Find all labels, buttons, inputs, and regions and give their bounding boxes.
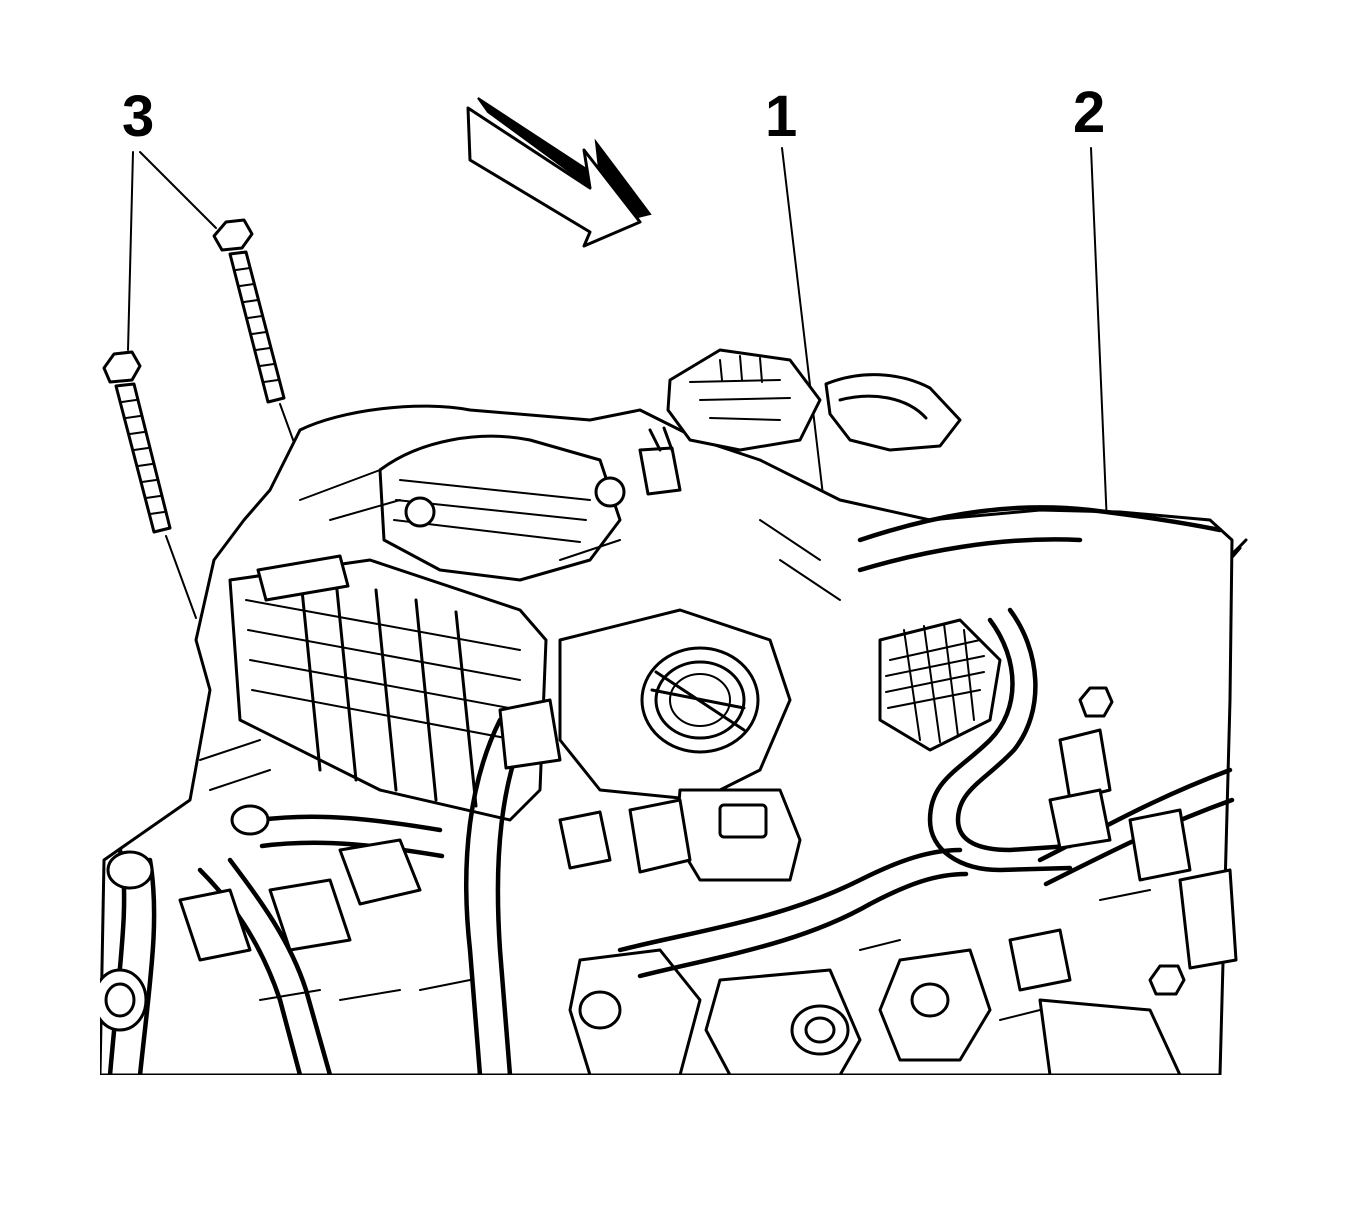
callout-2-label: 2 [1073,80,1106,145]
bolt-icon [102,350,197,619]
direction-arrow-icon [466,97,652,248]
bolt-icon [212,218,313,493]
engine-assembly [100,348,1238,1075]
callout-1-label: 1 [765,84,798,149]
callout-3-label: 3 [122,84,155,149]
